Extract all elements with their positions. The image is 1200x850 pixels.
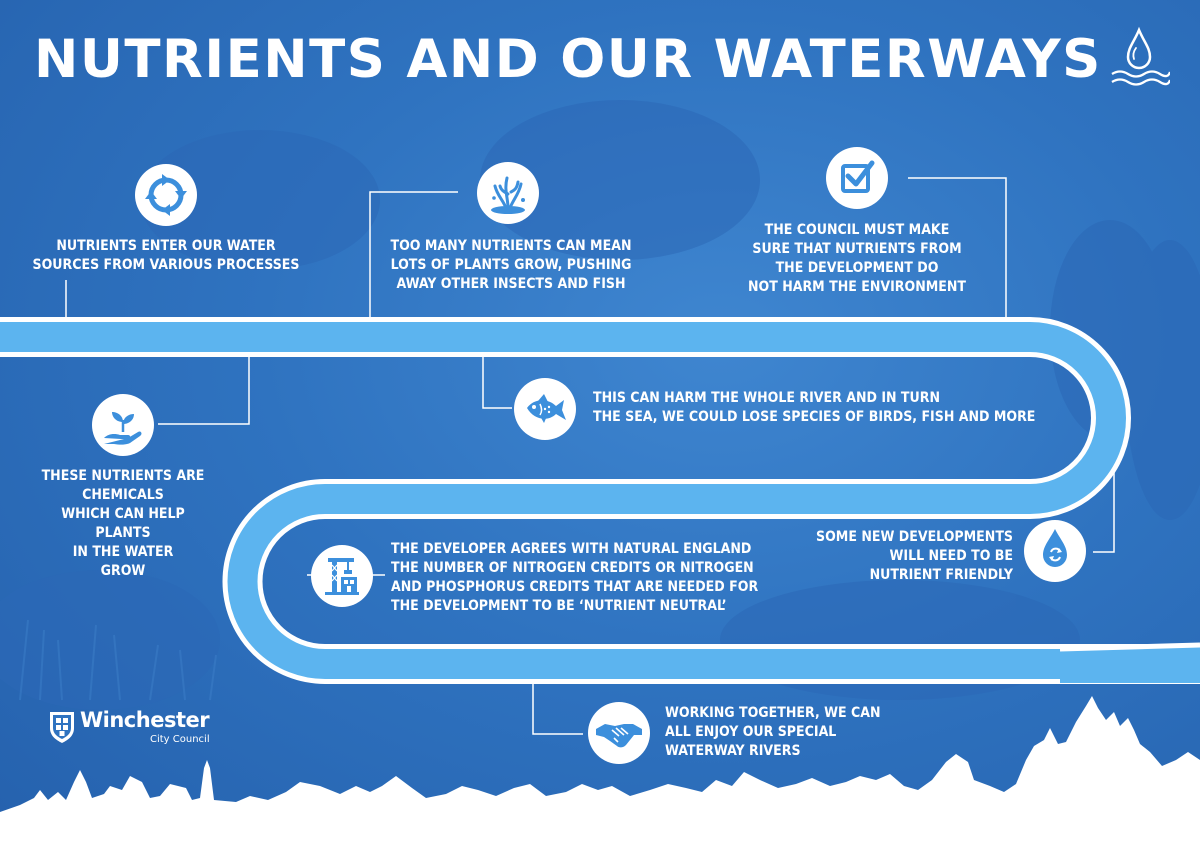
fish-icon xyxy=(514,378,576,440)
crest-icon xyxy=(50,712,74,743)
caption-developer: THE DEVELOPER AGREES WITH NATURAL ENGLAN… xyxy=(391,541,759,614)
connector-new-dev xyxy=(1093,472,1115,553)
page-title: NUTRIENTS AND OUR WATERWAYS xyxy=(34,29,1102,90)
water-drop-icon xyxy=(1111,26,1170,86)
recycle-drop-icon xyxy=(1024,520,1086,582)
connector-too-many xyxy=(369,191,458,318)
city-skyline xyxy=(0,696,1200,850)
building-crane-icon xyxy=(311,545,373,607)
checkbox-icon xyxy=(826,147,888,209)
water-plants-icon xyxy=(477,162,539,224)
river-end-edge xyxy=(1059,642,1200,652)
hand-seedling-icon xyxy=(92,394,154,456)
caption-chemicals: THESE NUTRIENTS ARE CHEMICALS WHICH CAN … xyxy=(41,468,205,579)
background-reeds xyxy=(19,619,217,701)
background-trees xyxy=(0,100,1200,710)
connector-chemicals xyxy=(158,357,250,425)
caption-harm-river: THIS CAN HARM THE WHOLE RIVER AND IN TUR… xyxy=(593,390,1036,425)
caption-new-developments: SOME NEW DEVELOPMENTS WILL NEED TO BE NU… xyxy=(816,529,1013,583)
caption-nutrients-enter: NUTRIENTS ENTER OUR WATER SOURCES FROM V… xyxy=(32,238,300,273)
handshake-icon xyxy=(588,702,650,764)
river xyxy=(0,322,1200,679)
river-end xyxy=(1060,645,1200,683)
winchester-logo: Winchester City Council xyxy=(48,708,238,754)
caption-too-many-nutrients: TOO MANY NUTRIENTS CAN MEAN LOTS OF PLAN… xyxy=(390,238,632,292)
connector-harm xyxy=(482,357,512,409)
logo-subtitle: City Council xyxy=(150,734,210,745)
caption-working-together: WORKING TOGETHER, WE CAN ALL ENJOY OUR S… xyxy=(665,705,881,759)
connector-council xyxy=(908,177,1007,318)
recycle-cycle-icon xyxy=(135,164,197,226)
caption-council: THE COUNCIL MUST MAKE SURE THAT NUTRIENT… xyxy=(747,222,967,295)
connector-together xyxy=(532,684,583,735)
logo-name: Winchester xyxy=(80,708,210,732)
